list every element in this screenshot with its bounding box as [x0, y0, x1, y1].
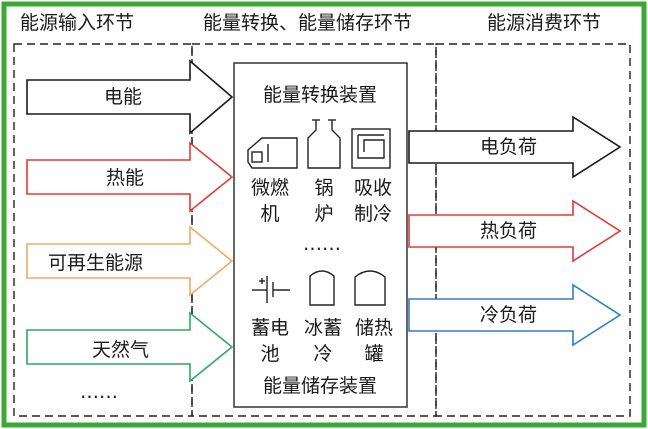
section-title-input: 能源输入环节: [20, 12, 134, 34]
device-label-heat-tank-line1: 储热: [355, 317, 393, 339]
battery-icon: [252, 276, 290, 303]
device-ellipsis: ……: [303, 233, 341, 255]
output-label: 电负荷: [480, 136, 537, 158]
section-title-conversion: 能量转换、能量储存环节: [203, 12, 412, 34]
input-arrow-natural-gas: 天然气: [26, 311, 234, 383]
device-box: [233, 62, 408, 408]
output-arrow-heat-load: 热负荷: [408, 199, 622, 263]
output-arrow-electric-load: 电负荷: [408, 115, 622, 179]
boiler-icon: [307, 119, 341, 169]
input-more-ellipsis: ……: [80, 381, 118, 403]
device-label-absorption-line2: 制冷: [354, 203, 392, 225]
device-label-microturbine-line1: 微燃: [251, 177, 289, 199]
device-label-absorption-line1: 吸收: [354, 177, 392, 199]
section-title-consumption: 能源消费环节: [487, 12, 601, 34]
ice-storage-icon: [309, 270, 335, 306]
input-label: 可再生能源: [48, 252, 143, 274]
device-label-ice-line1: 冰蓄: [304, 317, 342, 339]
input-label: 天然气: [92, 339, 149, 361]
output-label: 热负荷: [480, 220, 537, 242]
input-arrow-renewable: 可再生能源: [26, 225, 234, 297]
device-label-battery-line2: 池: [260, 343, 279, 365]
output-label: 冷负荷: [480, 304, 537, 326]
input-arrow-heat: 热能: [26, 141, 234, 213]
conversion-devices-title: 能量转换装置: [263, 84, 377, 106]
storage-devices-title: 能量储存装置: [263, 375, 377, 397]
device-label-ice-line2: 冷: [313, 343, 332, 365]
device-label-boiler-line1: 锅: [314, 177, 333, 199]
device-label-heat-tank-line2: 罐: [364, 343, 383, 365]
input-label: 热能: [106, 167, 144, 189]
consumption-section-box: [435, 43, 631, 417]
input-label: 电能: [104, 86, 142, 108]
device-label-microturbine-line2: 机: [260, 203, 279, 225]
input-arrow-electric: 电能: [26, 59, 234, 135]
device-label-boiler-line2: 炉: [314, 203, 333, 225]
heat-storage-tank-icon: [354, 270, 386, 306]
device-label-battery-line1: 蓄电: [251, 317, 289, 339]
absorption-chiller-icon: [351, 128, 391, 169]
microturbine-icon: [247, 137, 298, 169]
output-arrow-cooling-load: 冷负荷: [408, 283, 622, 347]
